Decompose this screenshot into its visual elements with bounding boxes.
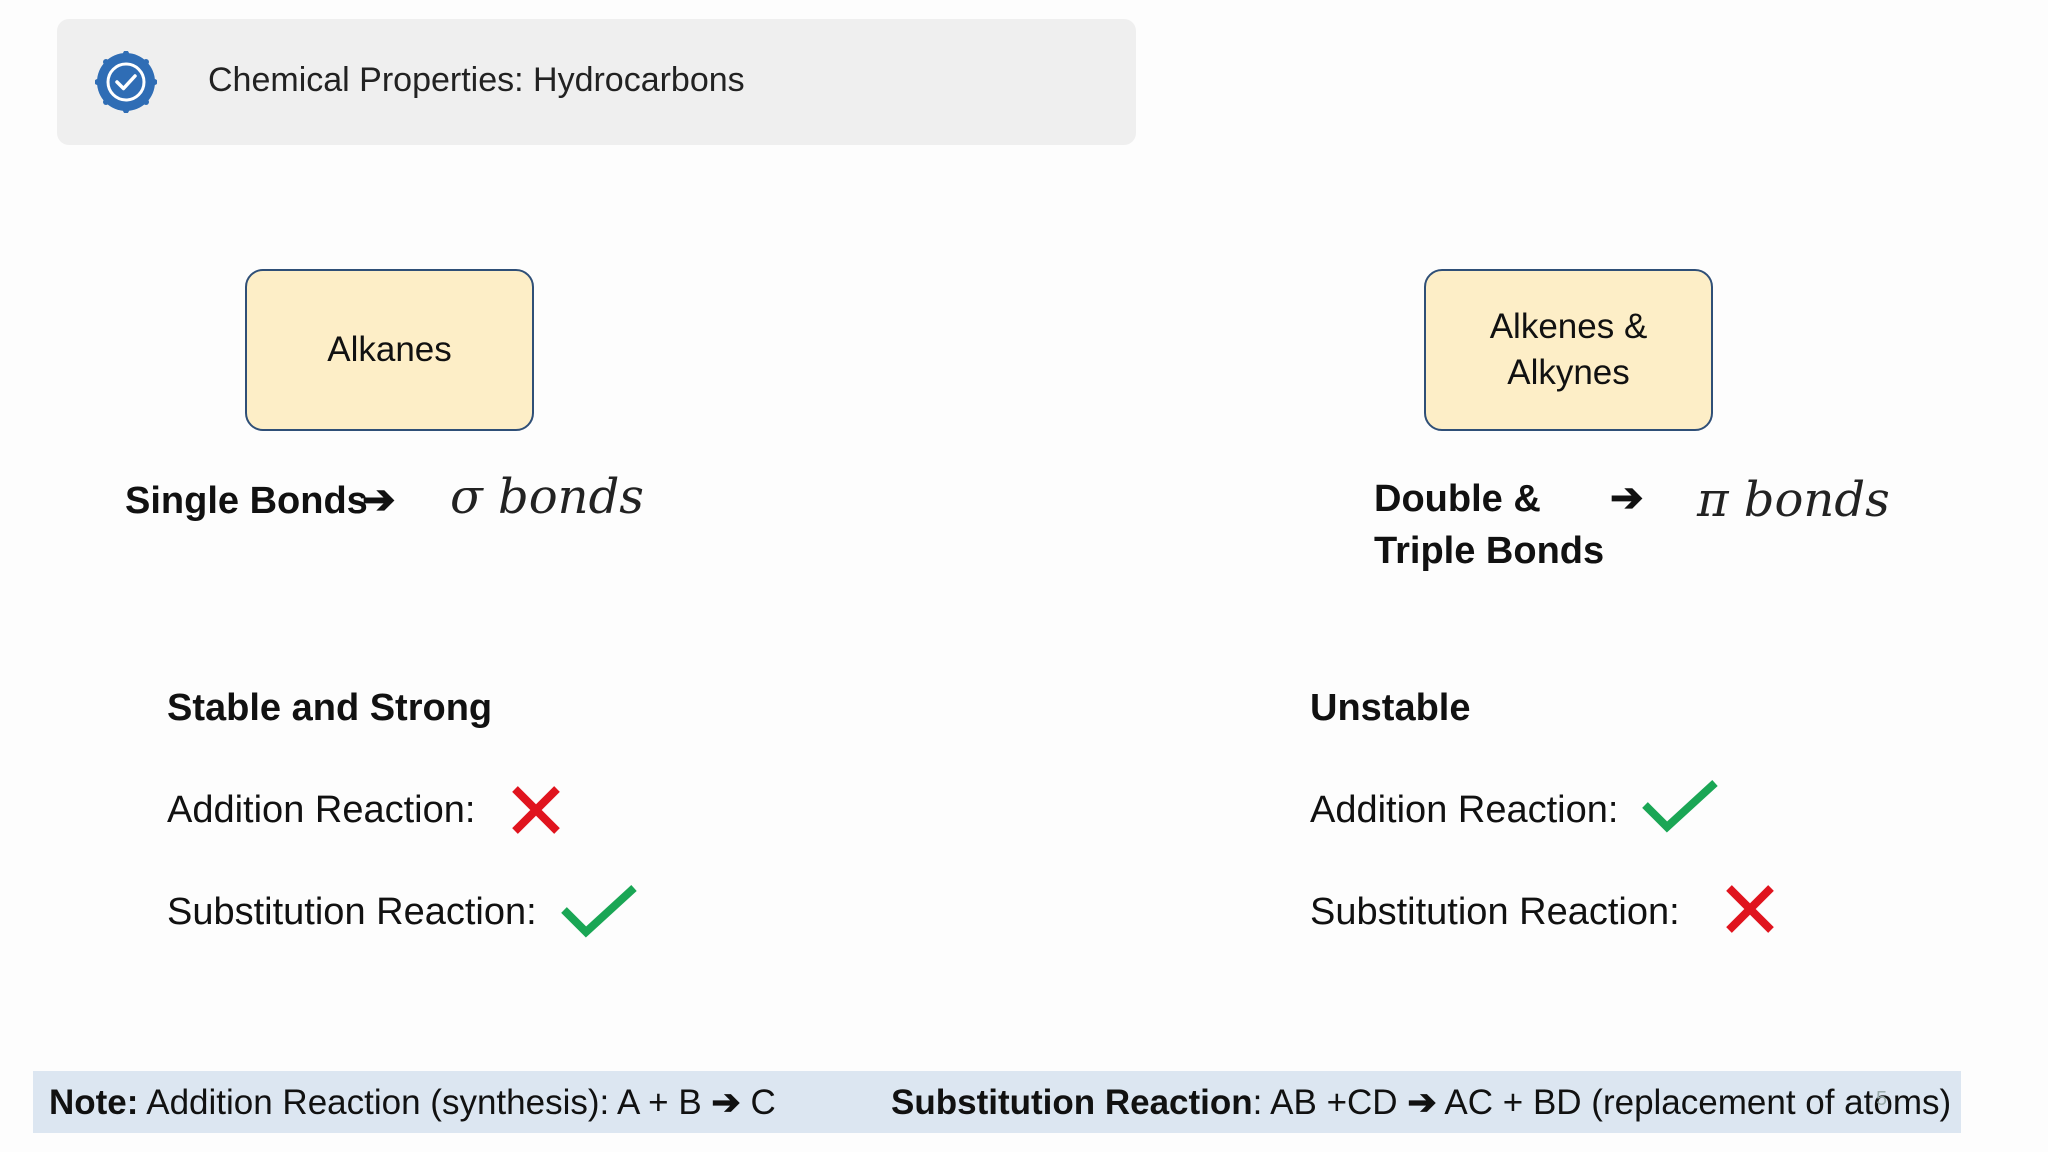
note-substitution-result: AC + BD (replacement of atoms)	[1436, 1083, 1952, 1122]
cross-icon	[509, 783, 563, 837]
unstable-label: Unstable	[1310, 687, 1471, 729]
stable-strong-label: Stable and Strong	[167, 687, 493, 729]
sigma-bonds-label: σ bonds	[450, 469, 644, 525]
note-substitution-prefix: Substitution Reaction	[891, 1083, 1253, 1122]
title-banner: Chemical Properties: Hydrocarbons	[57, 19, 1136, 145]
right-bond-arrow: ➔	[1610, 476, 1644, 520]
note-bar	[33, 1071, 1961, 1133]
note-addition-text: Addition Reaction (synthesis): A + B	[138, 1083, 712, 1122]
alkanes-label: Alkanes	[327, 329, 452, 369]
note-substitution-arrow: ➔	[1407, 1083, 1437, 1122]
alkenes-label-line2: Alkynes	[1507, 353, 1630, 392]
note-substitution: Substitution Reaction: AB +CD ➔ AC + BD …	[891, 1083, 1951, 1123]
alkenes-label-line1: Alkenes &	[1489, 306, 1648, 346]
verified-badge-icon	[94, 50, 158, 114]
note-addition-arrow: ➔	[711, 1083, 741, 1122]
cross-icon	[1723, 882, 1777, 936]
left-bond-arrow: ➔	[362, 478, 396, 522]
note-substitution-text: : AB +CD	[1252, 1083, 1408, 1122]
left-addition-label: Addition Reaction:	[167, 789, 476, 831]
check-icon	[1641, 777, 1719, 835]
pi-bonds-label: π bonds	[1697, 472, 1890, 528]
check-icon	[560, 882, 638, 940]
page-number: 5	[1876, 1088, 1888, 1110]
alkenes-alkynes-box: Alkenes & Alkynes	[1424, 269, 1713, 431]
left-substitution-label: Substitution Reaction:	[167, 891, 537, 933]
right-addition-label: Addition Reaction:	[1310, 789, 1619, 831]
double-bonds-label-line2: Triple Bonds	[1374, 530, 1605, 572]
note-addition-result: C	[740, 1083, 776, 1122]
note-addition: Note: Addition Reaction (synthesis): A +…	[49, 1083, 776, 1123]
alkanes-box: Alkanes	[245, 269, 534, 431]
page-title: Chemical Properties: Hydrocarbons	[208, 61, 745, 99]
double-bonds-label-line1: Double &	[1374, 478, 1541, 520]
note-prefix: Note:	[49, 1083, 139, 1122]
single-bonds-label: Single Bonds	[125, 480, 368, 522]
right-substitution-label: Substitution Reaction:	[1310, 891, 1680, 933]
